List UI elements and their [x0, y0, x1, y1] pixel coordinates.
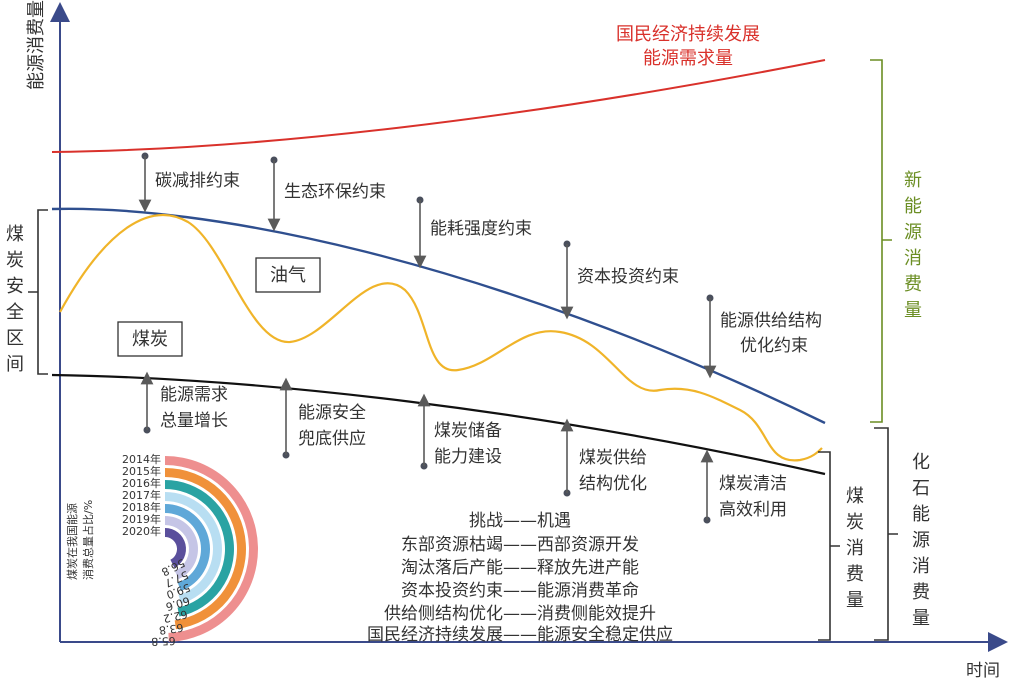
- oil-gas-label: 油气: [270, 265, 306, 286]
- coal-label: 煤炭: [132, 329, 168, 350]
- radial-chart-title: 煤炭在我国能源 消费总量占比/%: [65, 500, 95, 580]
- new-energy-bracket: [870, 59, 892, 423]
- radial-ring-3: [165, 480, 234, 617]
- constraint-arrow-5: [703, 294, 717, 379]
- svg-text:新: 新: [904, 170, 922, 191]
- svg-text:区: 区: [6, 328, 24, 349]
- coal-safety-bracket: [28, 209, 48, 375]
- support-arrow-3: [417, 393, 431, 470]
- svg-text:煤炭在我国能源: 煤炭在我国能源: [65, 503, 79, 580]
- constraint-structure-line1: 能源供给结构: [720, 311, 822, 331]
- svg-text:消: 消: [904, 248, 922, 269]
- radial-year-label-6: 2019年: [122, 512, 161, 526]
- coal-box: [117, 321, 183, 357]
- support-demand-line1: 能源需求: [160, 385, 228, 405]
- constraint-arrow-1: [138, 152, 152, 213]
- radial-year-label-2: 2015年: [122, 464, 161, 478]
- support-arrow-1: [140, 371, 154, 434]
- radial-value-label-2: 63.8: [158, 621, 184, 637]
- fossil-energy-label: 化 石 能 源 消 费 量: [912, 452, 930, 629]
- demand-title-line2: 能源需求量: [643, 48, 733, 69]
- support-reserve-line1: 煤炭储备: [434, 421, 502, 441]
- support-arrow-2: [279, 377, 293, 459]
- radial-ring-4: [165, 492, 223, 604]
- svg-text:消: 消: [912, 556, 930, 577]
- challenge-item-4: 供给侧结构优化——消费侧能效提升: [384, 604, 656, 624]
- constraint-capital: 资本投资约束: [577, 267, 679, 287]
- y-axis-label: 能源消费量: [26, 0, 47, 90]
- svg-text:量: 量: [846, 590, 864, 611]
- svg-text:源: 源: [904, 222, 922, 243]
- radial-ring-7: [165, 528, 186, 568]
- radial-ring-6: [165, 516, 198, 580]
- svg-text:全: 全: [6, 302, 24, 323]
- radial-ring-5: [165, 504, 210, 592]
- radial-ring-2: [165, 468, 247, 630]
- support-supply-line1: 煤炭供给: [579, 448, 647, 468]
- support-reserve-line2: 能力建设: [434, 447, 502, 467]
- svg-text:费: 费: [846, 564, 864, 585]
- support-arrow-4: [560, 418, 574, 497]
- radial-value-label-1: 65.8: [151, 634, 176, 648]
- constraint-carbon: 碳减排约束: [155, 171, 240, 191]
- upper-coal-curve: [51, 207, 826, 425]
- fossil-energy-bracket: [874, 427, 898, 641]
- support-security-line1: 能源安全: [298, 403, 366, 423]
- svg-text:源: 源: [912, 530, 930, 551]
- svg-text:费: 费: [904, 274, 922, 295]
- challenges-title: 挑战——机遇: [469, 511, 571, 531]
- support-demand-line2: 总量增长: [160, 411, 228, 431]
- coal-consumption-label: 煤 炭 消 费 量: [846, 486, 864, 611]
- svg-text:间: 间: [6, 354, 24, 375]
- x-axis-label: 时间: [966, 661, 1000, 681]
- coal-safety-label: 煤 炭 安 全 区 间: [6, 224, 24, 375]
- oil-gas-box: [255, 257, 321, 293]
- radial-year-label-5: 2018年: [122, 500, 161, 514]
- radial-year-label-1: 2014年: [122, 452, 161, 466]
- svg-text:费: 费: [912, 582, 930, 603]
- constraint-arrow-2: [267, 156, 281, 232]
- constraint-arrow-4: [560, 240, 574, 320]
- challenge-item-3: 资本投资约束——能源消费革命: [401, 581, 639, 601]
- new-energy-label: 新 能 源 消 费 量: [904, 170, 922, 321]
- support-supply-line2: 结构优化: [579, 474, 647, 494]
- svg-text:炭: 炭: [6, 250, 24, 271]
- svg-text:石: 石: [912, 478, 930, 499]
- svg-text:能源消费量: 能源消费量: [26, 0, 47, 90]
- coal-share-radial-chart: 2014年65.82015年63.82016年62.22017年60.62018…: [122, 452, 258, 648]
- radial-year-label-4: 2017年: [122, 488, 161, 502]
- challenge-item-5: 国民经济持续发展——能源安全稳定供应: [367, 625, 673, 645]
- demand-title-line1: 国民经济持续发展: [616, 24, 760, 45]
- svg-text:安: 安: [6, 276, 24, 297]
- challenge-item-1: 东部资源枯竭——西部资源开发: [401, 535, 639, 555]
- demand-curve: [51, 59, 826, 153]
- svg-text:能: 能: [904, 196, 922, 217]
- radial-year-label-3: 2016年: [122, 476, 161, 490]
- svg-text:量: 量: [912, 608, 930, 629]
- svg-text:消费总量占比/%: 消费总量占比/%: [81, 500, 95, 580]
- svg-text:化: 化: [912, 452, 930, 473]
- radial-value-label-3: 62.2: [162, 607, 189, 625]
- constraint-arrow-3: [413, 196, 427, 269]
- coal-consumption-wave: [59, 213, 823, 462]
- support-clean-line2: 高效利用: [719, 500, 787, 520]
- svg-text:煤: 煤: [846, 486, 864, 507]
- support-arrow-5: [700, 449, 714, 524]
- challenge-item-2: 淘汰落后产能——释放先进产能: [401, 558, 639, 578]
- svg-text:能: 能: [912, 504, 930, 525]
- support-clean-line1: 煤炭清洁: [719, 474, 787, 494]
- constraint-eco: 生态环保约束: [284, 182, 386, 202]
- svg-text:煤: 煤: [6, 224, 24, 245]
- svg-text:消: 消: [846, 538, 864, 559]
- radial-year-label-7: 2020年: [122, 524, 161, 538]
- coal-consumption-bracket: [818, 451, 840, 641]
- constraint-intensity: 能耗强度约束: [430, 219, 532, 239]
- svg-text:炭: 炭: [846, 512, 864, 533]
- constraint-structure-line2: 优化约束: [740, 336, 808, 356]
- svg-text:量: 量: [904, 300, 922, 321]
- support-security-line2: 兜底供应: [298, 429, 366, 449]
